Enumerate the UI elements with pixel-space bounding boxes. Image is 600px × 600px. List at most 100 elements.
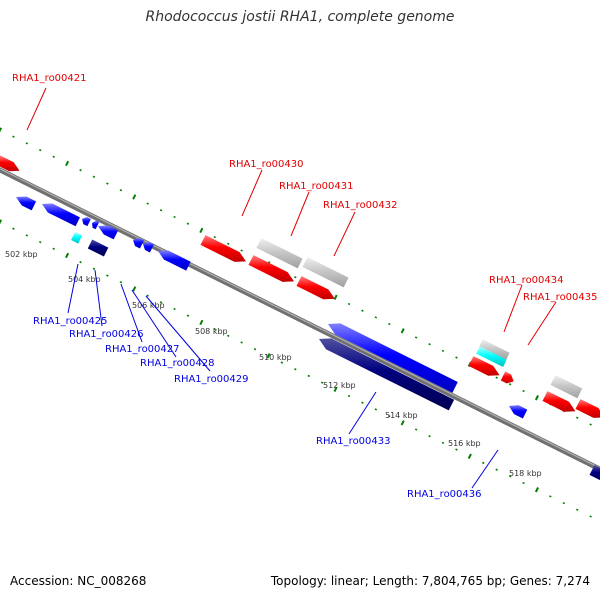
gene-ro00431b[interactable] — [248, 255, 295, 282]
gene-label-ro00421[interactable]: RHA1_ro00421 — [12, 73, 87, 84]
scale-label-506: 506 kbp — [132, 301, 165, 310]
gene-block-left-1[interactable] — [16, 196, 37, 211]
scale-tick — [307, 374, 311, 378]
scale-tick — [240, 341, 243, 344]
scale-tick — [92, 267, 96, 271]
scale-tick — [253, 348, 257, 351]
scale-tick — [280, 361, 284, 364]
gene-block-left-2[interactable] — [42, 203, 80, 227]
scale-tick — [106, 182, 109, 185]
gene-ro00434c[interactable] — [500, 371, 514, 384]
scale-tick — [79, 168, 82, 172]
scale-tick — [39, 240, 42, 244]
forward-leader-lines — [26, 87, 557, 346]
scale-tick — [414, 428, 418, 431]
gene-label-ro00435[interactable]: RHA1_ro00435 — [523, 292, 598, 303]
scale-tick — [495, 468, 498, 471]
gene-label-ro00434[interactable]: RHA1_ro00434 — [489, 275, 564, 286]
gene-ro00421[interactable] — [0, 155, 20, 172]
gene-ro00434[interactable] — [476, 346, 507, 367]
gene-ro00432b[interactable] — [296, 276, 335, 300]
gene-ro00431[interactable] — [256, 238, 303, 269]
scale-tick — [441, 349, 445, 353]
gene-ro00435[interactable] — [550, 375, 583, 399]
gene-label-ro00428[interactable]: RHA1_ro00428 — [140, 358, 215, 369]
accession-label: Accession: NC_008268 — [10, 574, 147, 588]
leader-ro00428 — [131, 289, 177, 358]
gene-label-ro00432[interactable]: RHA1_ro00432 — [323, 200, 398, 211]
leader-ro00421 — [26, 87, 47, 131]
scale-tick — [159, 209, 163, 212]
scale-tick — [414, 336, 418, 339]
leader-ro00427 — [120, 283, 143, 343]
scale-label-504: 504 kbp — [68, 275, 101, 284]
leader-ro00429 — [145, 295, 211, 372]
gene-block-mid-1[interactable] — [133, 238, 144, 249]
scale-tick — [481, 461, 485, 465]
gene-label-ro00433[interactable]: RHA1_ro00433 — [316, 436, 391, 447]
scale-label-516: 516 kbp — [448, 439, 481, 448]
gene-ro00434-a[interactable] — [479, 339, 510, 360]
scale-tick — [92, 175, 96, 179]
gene-block-left-4[interactable] — [92, 220, 100, 230]
scale-tick — [199, 319, 204, 326]
scale-tick — [266, 353, 271, 359]
gene-ro00430[interactable] — [200, 235, 247, 262]
gene-ro00426[interactable] — [87, 239, 109, 257]
scale-tick — [589, 515, 592, 518]
gene-glyphs — [0, 155, 600, 481]
gene-block-edge[interactable] — [589, 465, 600, 481]
scale-tick — [213, 235, 216, 239]
gene-ro00435c[interactable] — [575, 399, 600, 418]
scale-label-508: 508 kbp — [195, 327, 228, 336]
leader-ro00426 — [94, 269, 103, 327]
scale-tick — [52, 247, 55, 250]
gene-label-ro00427[interactable]: RHA1_ro00427 — [105, 344, 180, 355]
scale-tick — [522, 481, 525, 485]
scale-tick — [52, 155, 55, 158]
gene-block-left-3[interactable] — [82, 217, 91, 227]
scale-tick — [159, 301, 163, 304]
scale-tick — [240, 249, 243, 252]
gene-ro00433-a[interactable] — [328, 323, 458, 393]
scale-tick — [119, 189, 123, 192]
reverse-leader-lines — [67, 263, 499, 489]
scale-tick — [333, 294, 338, 301]
scale-tick — [508, 383, 512, 386]
scale-tick — [12, 227, 15, 230]
scale-tick — [562, 501, 566, 505]
scale-tick — [333, 386, 338, 393]
scale-tick — [549, 495, 552, 498]
scale-tick — [39, 148, 42, 152]
gene-ro00435b[interactable] — [542, 391, 576, 412]
scale-tick — [388, 322, 391, 326]
scale-tick — [146, 202, 149, 205]
gene-label-ro00426[interactable]: RHA1_ro00426 — [69, 329, 144, 340]
leader-ro00431 — [290, 191, 310, 237]
genome-backbone-highlight — [0, 164, 600, 482]
gene-label-ro00436[interactable]: RHA1_ro00436 — [407, 489, 482, 500]
scale-label-510: 510 kbp — [259, 353, 292, 362]
gene-label-ro00429[interactable]: RHA1_ro00429 — [174, 374, 249, 385]
scale-tick — [186, 222, 190, 225]
scale-tick — [186, 314, 190, 317]
scale-tick — [173, 215, 176, 219]
scale-tick — [25, 142, 29, 145]
leader-ro00432 — [333, 211, 356, 257]
gene-ro00432[interactable] — [302, 257, 349, 288]
scale-tick — [534, 487, 539, 493]
gene-block-left-5[interactable] — [98, 225, 119, 240]
gene-block-mid-3[interactable] — [158, 250, 191, 271]
gene-ro00434b[interactable] — [468, 356, 500, 376]
gene-label-ro00425[interactable]: RHA1_ro00425 — [33, 316, 108, 327]
scale-tick — [79, 260, 82, 264]
scale-tick — [294, 276, 297, 279]
gene-ro00436[interactable] — [509, 405, 528, 419]
gene-label-ro00431[interactable]: RHA1_ro00431 — [279, 181, 354, 192]
scale-tick — [25, 234, 29, 237]
gene-label-ro00430[interactable]: RHA1_ro00430 — [229, 159, 304, 170]
gene-ro00425[interactable] — [71, 232, 83, 244]
gene-block-mid-2[interactable] — [143, 242, 154, 253]
gene-ro00433[interactable] — [319, 338, 455, 411]
scale-tick — [467, 453, 472, 459]
